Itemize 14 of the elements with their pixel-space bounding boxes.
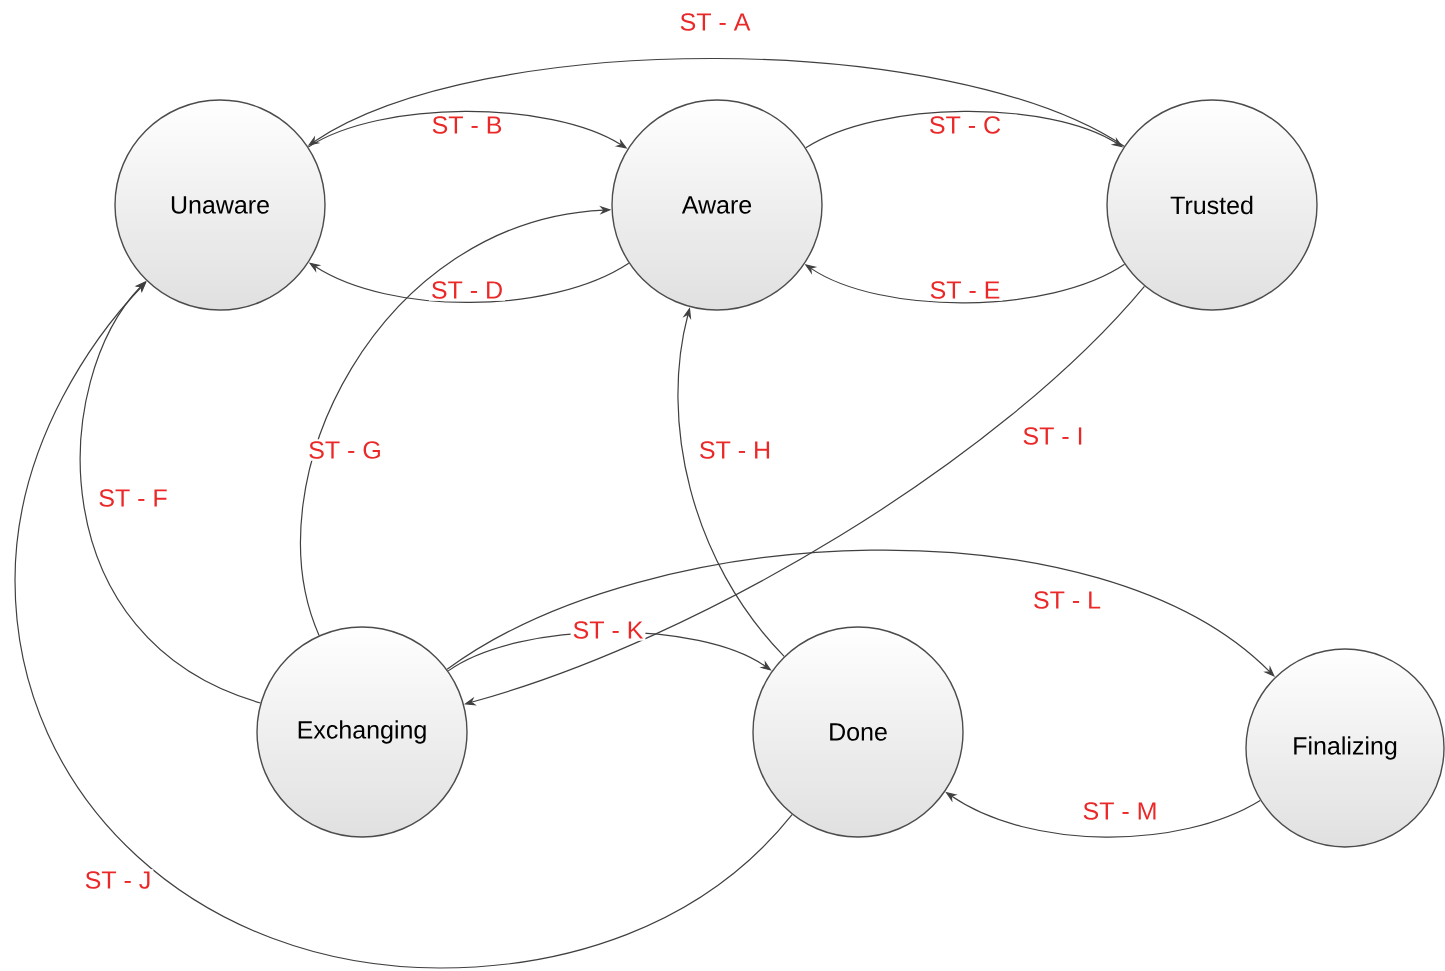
edge-label: ST - J [82,869,154,891]
edge-label: ST - F [96,487,170,509]
edge-label: ST - I [1020,425,1086,447]
edge-label: ST - H [696,439,774,461]
edge-label: ST - C [926,114,1004,136]
edge-label: ST - D [428,279,506,301]
edge-label: ST - M [1080,800,1160,822]
edge-label: ST - G [306,439,384,461]
edge-label: ST - A [677,11,753,33]
arrow [14,281,793,969]
edge-label: ST - E [927,279,1003,301]
edge-label: ST - L [1031,589,1104,611]
edge-label: ST - K [570,619,646,641]
edge-label: ST - B [429,114,505,136]
